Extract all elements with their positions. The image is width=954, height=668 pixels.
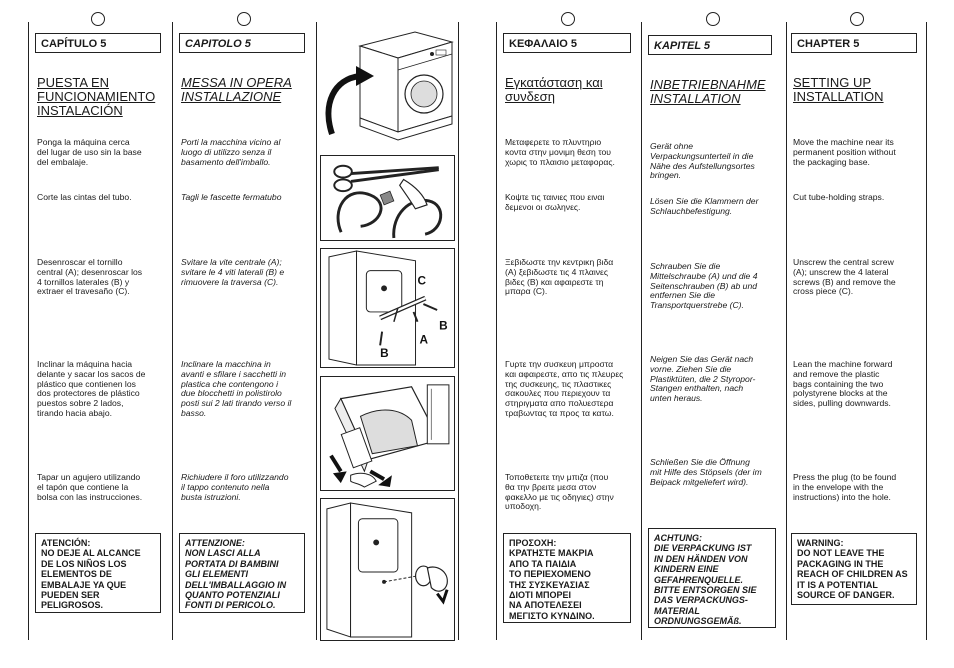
- step-3-en: Unscrew the central screw(A); unscrew th…: [793, 257, 896, 297]
- page-marker-en: [850, 12, 864, 26]
- label-c: C: [417, 273, 426, 287]
- column-rule: [172, 22, 173, 640]
- column-rule: [926, 22, 927, 640]
- page-marker-el: [561, 12, 575, 26]
- page-marker-es: [91, 12, 105, 26]
- step-3-el: Ξεβιδωστε την κεντρικη βιδα(A) ξεβιδωστε…: [505, 257, 614, 297]
- column-rule: [786, 22, 787, 640]
- figure-cut-straps: [320, 155, 455, 241]
- figure-tilt-machine: [320, 376, 455, 491]
- label-b-bottom: B: [380, 346, 389, 360]
- chapter-header-el: ΚΕΦΑΛΑΙΟ 5: [503, 33, 631, 53]
- section-title-en: SETTING UP INSTALLATION: [793, 75, 884, 104]
- chapter-header-en: CHAPTER 5: [791, 33, 917, 53]
- page-marker-it: [237, 12, 251, 26]
- figure-insert-plug: [320, 498, 455, 641]
- column-rule: [316, 22, 317, 640]
- step-3-it: Svitare la vite centrale (A);svitare le …: [181, 257, 285, 287]
- section-title-el: Εγκατάσταση και συνδεση: [505, 75, 603, 104]
- step-2-en: Cut tube-holding straps.: [793, 192, 885, 202]
- column-rule: [458, 22, 459, 640]
- section-title-it: MESSA IN OPERA INSTALLAZIONE: [181, 75, 292, 104]
- section-title-de: INBETRIEBNAHME INSTALLATION: [650, 77, 766, 106]
- chapter-header-es: CAPÍTULO 5: [35, 33, 161, 53]
- figure-remove-screws: C B A B: [320, 248, 455, 368]
- column-rule: [496, 22, 497, 640]
- figure-remove-base: [320, 24, 455, 147]
- section-title-es: PUESTA EN FUNCIONAMIENTO INSTALACIÓN: [37, 75, 156, 118]
- chapter-header-de: KAPITEL 5: [648, 35, 772, 55]
- label-a: A: [419, 332, 428, 346]
- label-b-right: B: [439, 319, 448, 333]
- column-rule: [28, 22, 29, 640]
- column-rule: [641, 22, 642, 640]
- chapter-header-it: CAPITOLO 5: [179, 33, 305, 53]
- step-2-it: Tagli le fascette fermatubo: [181, 192, 282, 202]
- step-2-es: Corte las cintas del tubo.: [37, 192, 132, 202]
- page-marker-de: [706, 12, 720, 26]
